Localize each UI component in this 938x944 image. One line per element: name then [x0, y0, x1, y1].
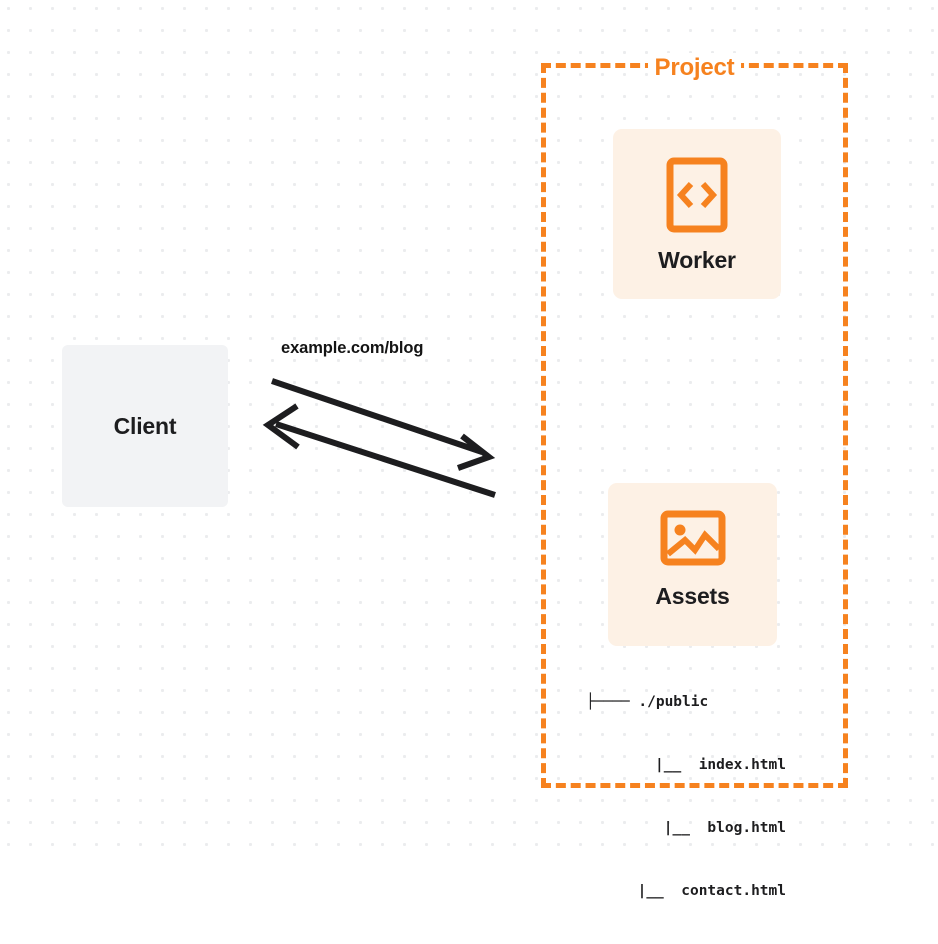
- file-tree-row-1: |__ index.html: [655, 757, 786, 773]
- worker-card-label: Worker: [658, 247, 736, 273]
- code-brackets-icon: [666, 157, 728, 233]
- project-container: Project: [541, 53, 848, 788]
- client-node[interactable]: Client: [62, 345, 228, 507]
- request-arrow: [271, 378, 496, 471]
- diagram-canvas: Client example.com/blog Project Worker: [0, 0, 938, 899]
- project-label: Project: [647, 53, 742, 82]
- file-tree-row-3: |__ contact.html: [637, 883, 786, 899]
- image-icon: [660, 509, 726, 567]
- response-arrow: [262, 403, 496, 498]
- worker-card[interactable]: Worker: [613, 129, 781, 299]
- assets-card[interactable]: Assets: [608, 483, 777, 646]
- assets-file-tree: ├──── ./public |__ index.html |__ blog.h…: [586, 650, 786, 944]
- file-tree-row-0: ├──── ./public: [586, 694, 709, 710]
- file-tree-row-2: |__ blog.html: [663, 820, 786, 836]
- assets-card-label: Assets: [655, 583, 730, 609]
- client-node-label: Client: [113, 412, 177, 439]
- connection-url-label: example.com/blog: [281, 339, 424, 357]
